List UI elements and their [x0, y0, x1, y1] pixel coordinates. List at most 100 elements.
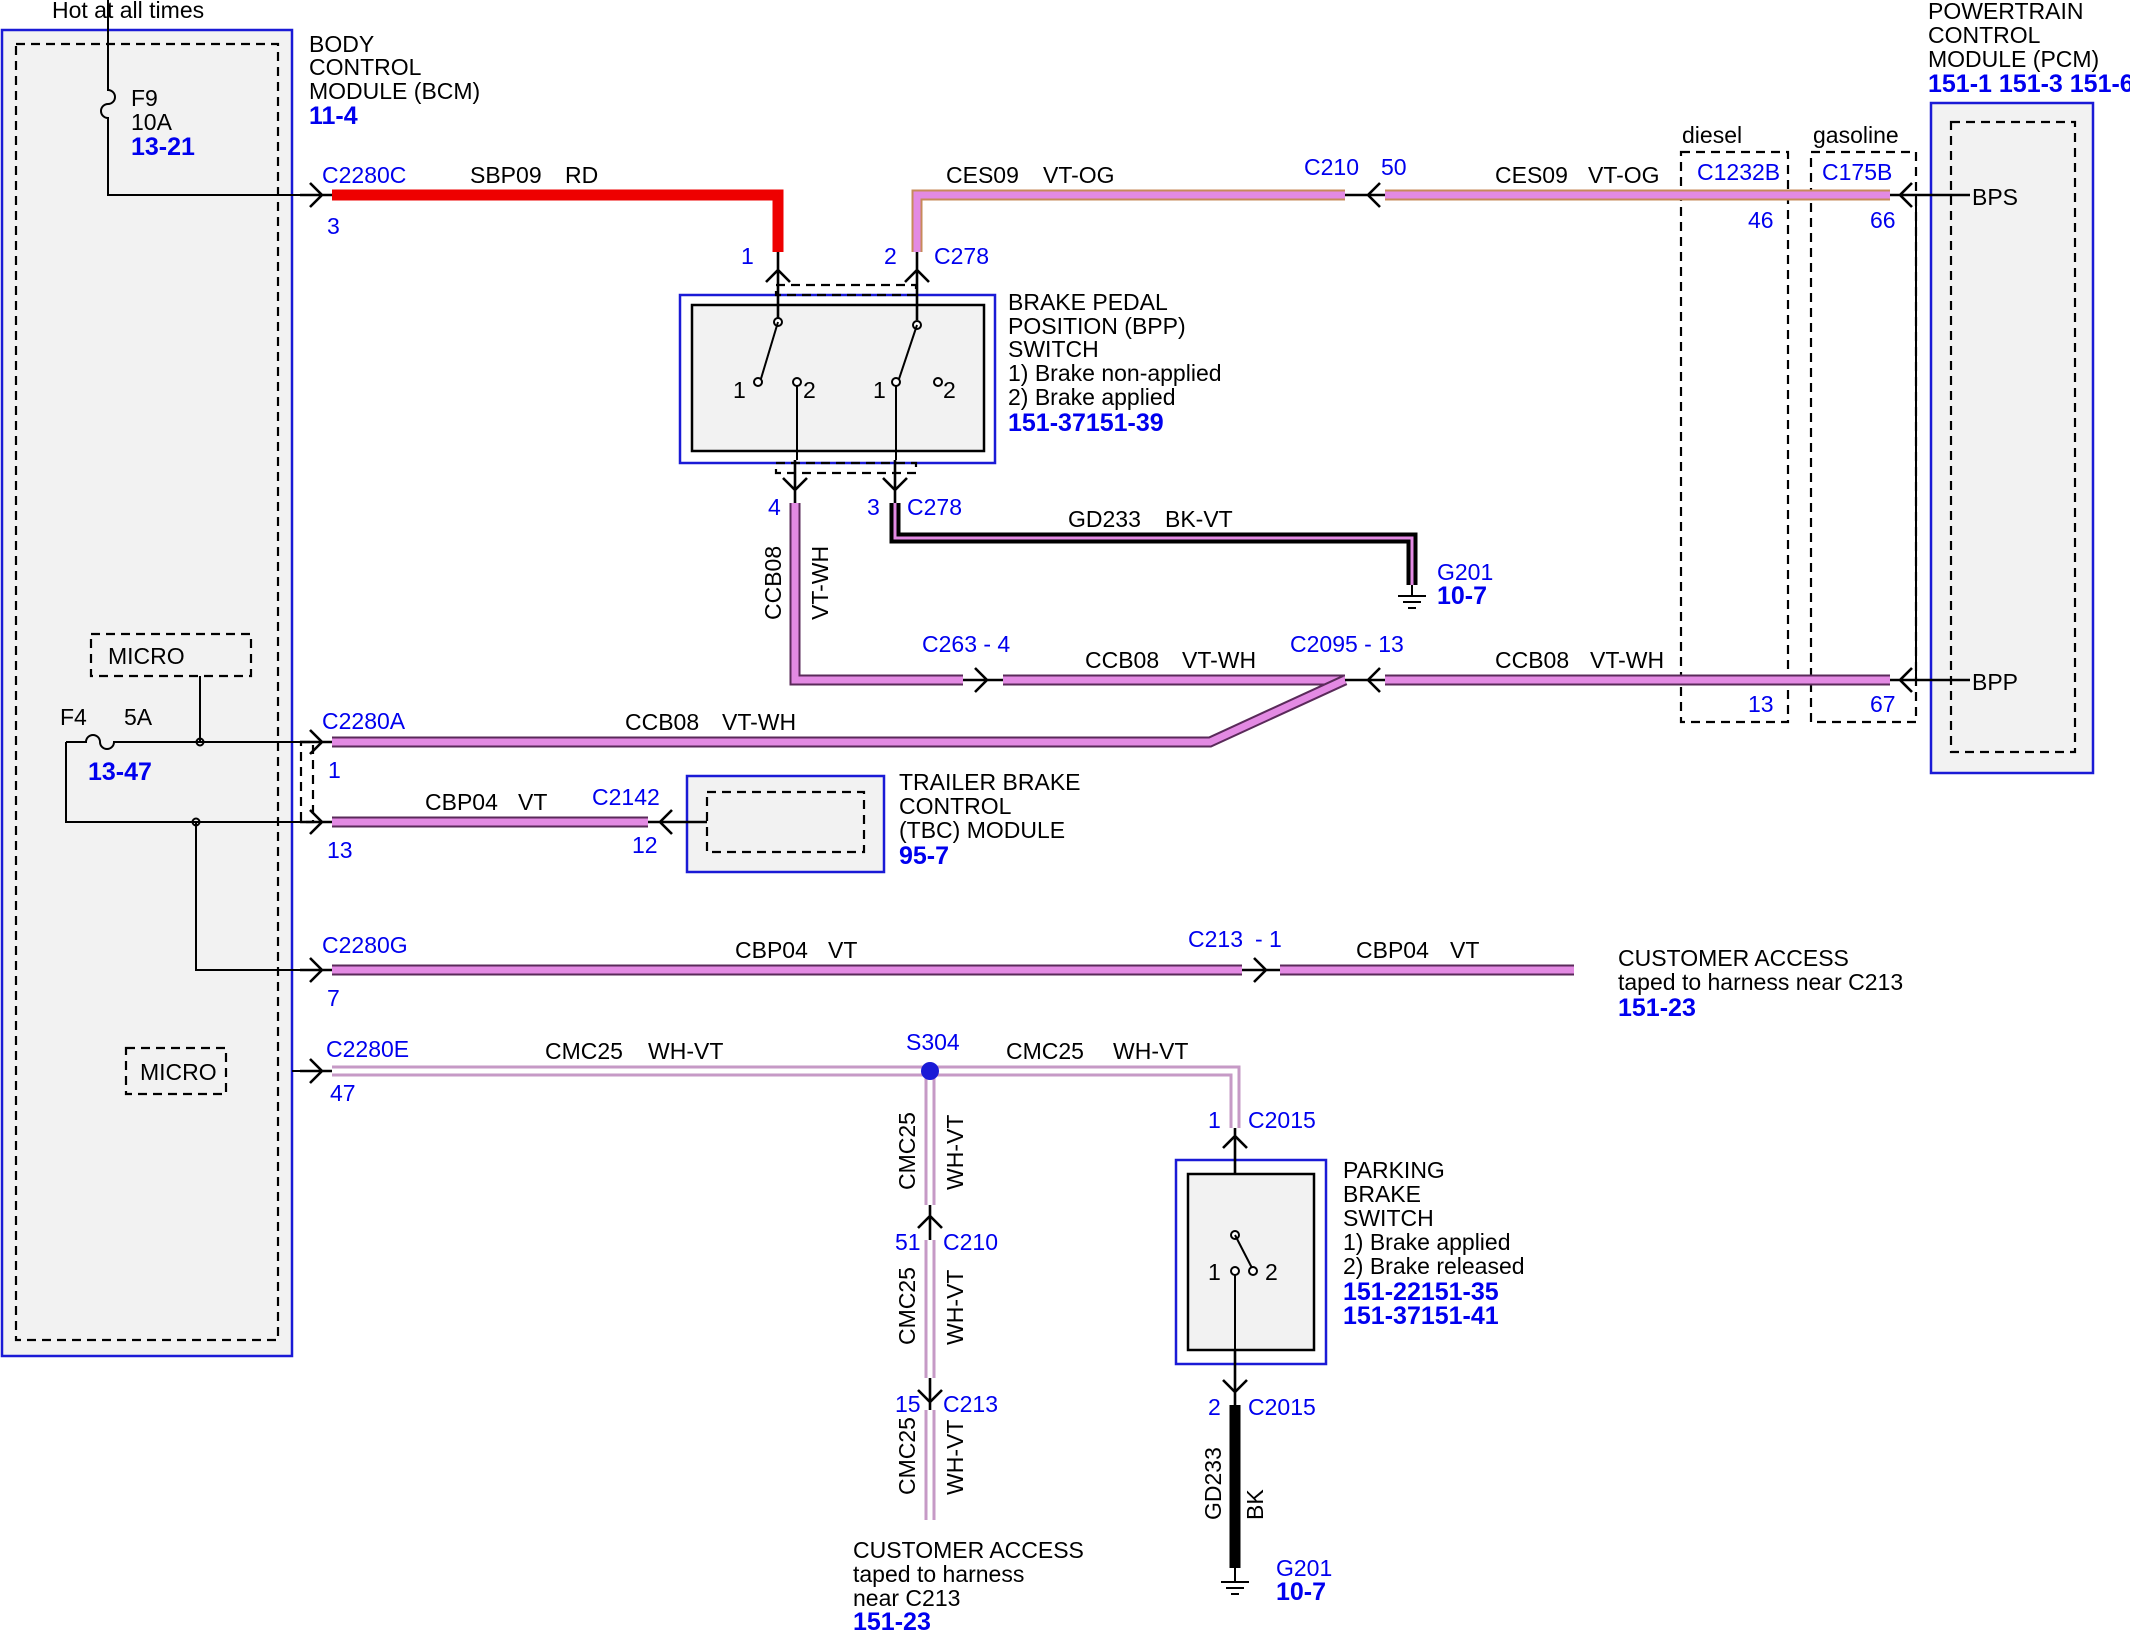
parking-ref-2[interactable]: 151-37151-41: [1343, 1302, 1499, 1330]
wire-label-cbp04-c: CBP04: [1356, 937, 1429, 963]
tbc-title-3: (TBC) MODULE: [899, 817, 1065, 843]
connector-c1232b-pin46: 46: [1748, 207, 1774, 233]
parking-sw-pos2: 2: [1265, 1259, 1278, 1285]
bpp-title-2: POSITION (BPP): [1008, 313, 1186, 339]
connector-c2280a-pin13: 13: [327, 837, 353, 863]
c175b-gasoline-frame: [1809, 150, 1918, 724]
bcm-internal-wiring: [65, 0, 300, 1072]
c1232b-diesel-frame: [1679, 150, 1790, 724]
wire-label-ccb08-b: CCB08: [1495, 647, 1569, 673]
connector-c2280g-pin: 7: [327, 985, 340, 1011]
wire-label-cbp04-b: CBP04: [735, 937, 808, 963]
connector-c2142: C2142: [592, 784, 660, 810]
pcm-title-3: MODULE (PCM): [1928, 46, 2099, 72]
micro-box-upper: [89, 632, 253, 678]
tbc-ref[interactable]: 95-7: [899, 842, 949, 870]
wire-color-cmc25-b: WH-VT: [1113, 1038, 1188, 1064]
connector-c278-pin1: 1: [741, 243, 754, 269]
wire-sbp09-red[interactable]: [332, 189, 784, 252]
connector-c210-bottom-pin: 51: [895, 1229, 921, 1255]
bpp-switch-contacts: [753, 317, 943, 460]
customer-access-bottom-2: taped to harness: [853, 1561, 1024, 1587]
wire-label-ccb08-vertical: CCB08: [760, 546, 786, 620]
bpp-state-1: 1) Brake non-applied: [1008, 360, 1222, 386]
connector-c1232b: C1232B: [1697, 159, 1780, 185]
hot-at-all-times-label: Hot at all times: [52, 0, 204, 23]
connector-c278-bottom: C278: [907, 494, 962, 520]
diesel-label: diesel: [1682, 122, 1742, 148]
bcm-module[interactable]: [0, 28, 294, 1358]
c278-dashed-top: [774, 283, 918, 297]
parking-title-3: SWITCH: [1343, 1205, 1434, 1231]
wire-color-ces09-a: VT-OG: [1043, 162, 1115, 188]
connector-c278-pin3: 3: [867, 494, 880, 520]
bpp-sw1-pos2: 2: [803, 377, 816, 403]
pcm-title-1: POWERTRAIN: [1928, 0, 2083, 24]
wire-color-cmc25-v1: WH-VT: [942, 1115, 968, 1190]
parking-title-1: PARKING: [1343, 1157, 1445, 1183]
parking-sw-pos1: 1: [1208, 1259, 1221, 1285]
connector-c175b-pin67: 67: [1870, 691, 1896, 717]
customer-access-right-1: CUSTOMER ACCESS: [1618, 945, 1849, 971]
wire-color-ces09-b: VT-OG: [1588, 162, 1660, 188]
splice-s304[interactable]: [921, 1062, 939, 1080]
customer-access-right-2: taped to harness near C213: [1618, 969, 1903, 995]
wire-label-ces09-b: CES09: [1495, 162, 1568, 188]
customer-access-bottom-ref[interactable]: 151-23: [853, 1608, 931, 1631]
connector-c213-pin: - 1: [1255, 926, 1282, 952]
micro-label-lower: MICRO: [140, 1059, 217, 1085]
fuse-f4-rating: 5A: [124, 704, 153, 730]
ground-g201-bottom-label: G201: [1276, 1555, 1332, 1581]
pcm-ref[interactable]: 151-1 151-3 151-6: [1928, 70, 2130, 98]
wire-label-cmc25-v3: CMC25: [894, 1417, 920, 1495]
wire-color-cbp04-c: VT: [1450, 937, 1479, 963]
bcm-title-1: BODY: [309, 31, 374, 57]
parking-switch-contacts: [1230, 1230, 1258, 1350]
connector-c175b: C175B: [1822, 159, 1892, 185]
wire-ces09-left[interactable]: [911, 189, 1345, 252]
connector-c210-bottom: C210: [943, 1229, 998, 1255]
bpp-sw2-pos2: 2: [943, 377, 956, 403]
ground-g201-bottom-ref[interactable]: 10-7: [1276, 1578, 1326, 1606]
connector-c2280a-pin1: 1: [328, 757, 341, 783]
bpp-title-3: SWITCH: [1008, 336, 1099, 362]
wire-color-cmc25-v2: WH-VT: [942, 1270, 968, 1345]
micro-box-lower: [124, 1046, 228, 1096]
ground-g201-top-ref[interactable]: 10-7: [1437, 582, 1487, 610]
parking-state-1: 1) Brake applied: [1343, 1229, 1511, 1255]
parking-brake-switch-box[interactable]: [1174, 1158, 1328, 1366]
customer-access-right-ref[interactable]: 151-23: [1618, 994, 1696, 1022]
connector-c278-pin2: 2: [884, 243, 897, 269]
fuse-f4-ref[interactable]: 13-47: [88, 758, 152, 786]
wire-ccb08-left[interactable]: [332, 675, 1348, 748]
wire-gd233-bkvt[interactable]: [889, 503, 1418, 585]
pcm-module[interactable]: [1929, 101, 2095, 775]
bcm-ref[interactable]: 11-4: [309, 102, 358, 130]
connector-c2142-pin: 12: [632, 832, 658, 858]
connector-c2015-top-pin: 1: [1208, 1107, 1221, 1133]
tbc-module-box[interactable]: [685, 774, 886, 874]
fuse-f4-name: F4: [60, 704, 87, 730]
wire-color-gd233-vertical: BK: [1242, 1489, 1268, 1520]
wire-ccb08-vertical[interactable]: [789, 503, 963, 686]
customer-access-bottom-1: CUSTOMER ACCESS: [853, 1537, 1084, 1563]
wire-cmc25-horizontal[interactable]: [332, 1065, 1241, 1128]
connector-c278-pin4: 4: [768, 494, 781, 520]
parking-ref-1[interactable]: 151-22151-35: [1343, 1278, 1499, 1306]
connector-c2095: C2095 - 13: [1290, 631, 1404, 657]
connector-c278-top: C278: [934, 243, 989, 269]
wire-label-cbp04-a: CBP04: [425, 789, 498, 815]
wire-color-cmc25-v3: WH-VT: [942, 1420, 968, 1495]
fuse-f9-name: F9: [131, 85, 158, 111]
connector-c1232b-pin13: 13: [1748, 691, 1774, 717]
splice-s304-label: S304: [906, 1029, 960, 1055]
bpp-ref[interactable]: 151-37151-39: [1008, 409, 1164, 437]
connector-c2280a: C2280A: [322, 708, 406, 734]
wire-label-gd233-vertical: GD233: [1200, 1447, 1226, 1520]
fuse-f9-ref[interactable]: 13-21: [131, 133, 195, 161]
wire-label-ccb08-a: CCB08: [1085, 647, 1159, 673]
bcm-title-3: MODULE (BCM): [309, 78, 480, 104]
connector-c263: C263 - 4: [922, 631, 1010, 657]
connector-c213-bottom: C213: [943, 1391, 998, 1417]
connector-c175b-pin66: 66: [1870, 207, 1896, 233]
